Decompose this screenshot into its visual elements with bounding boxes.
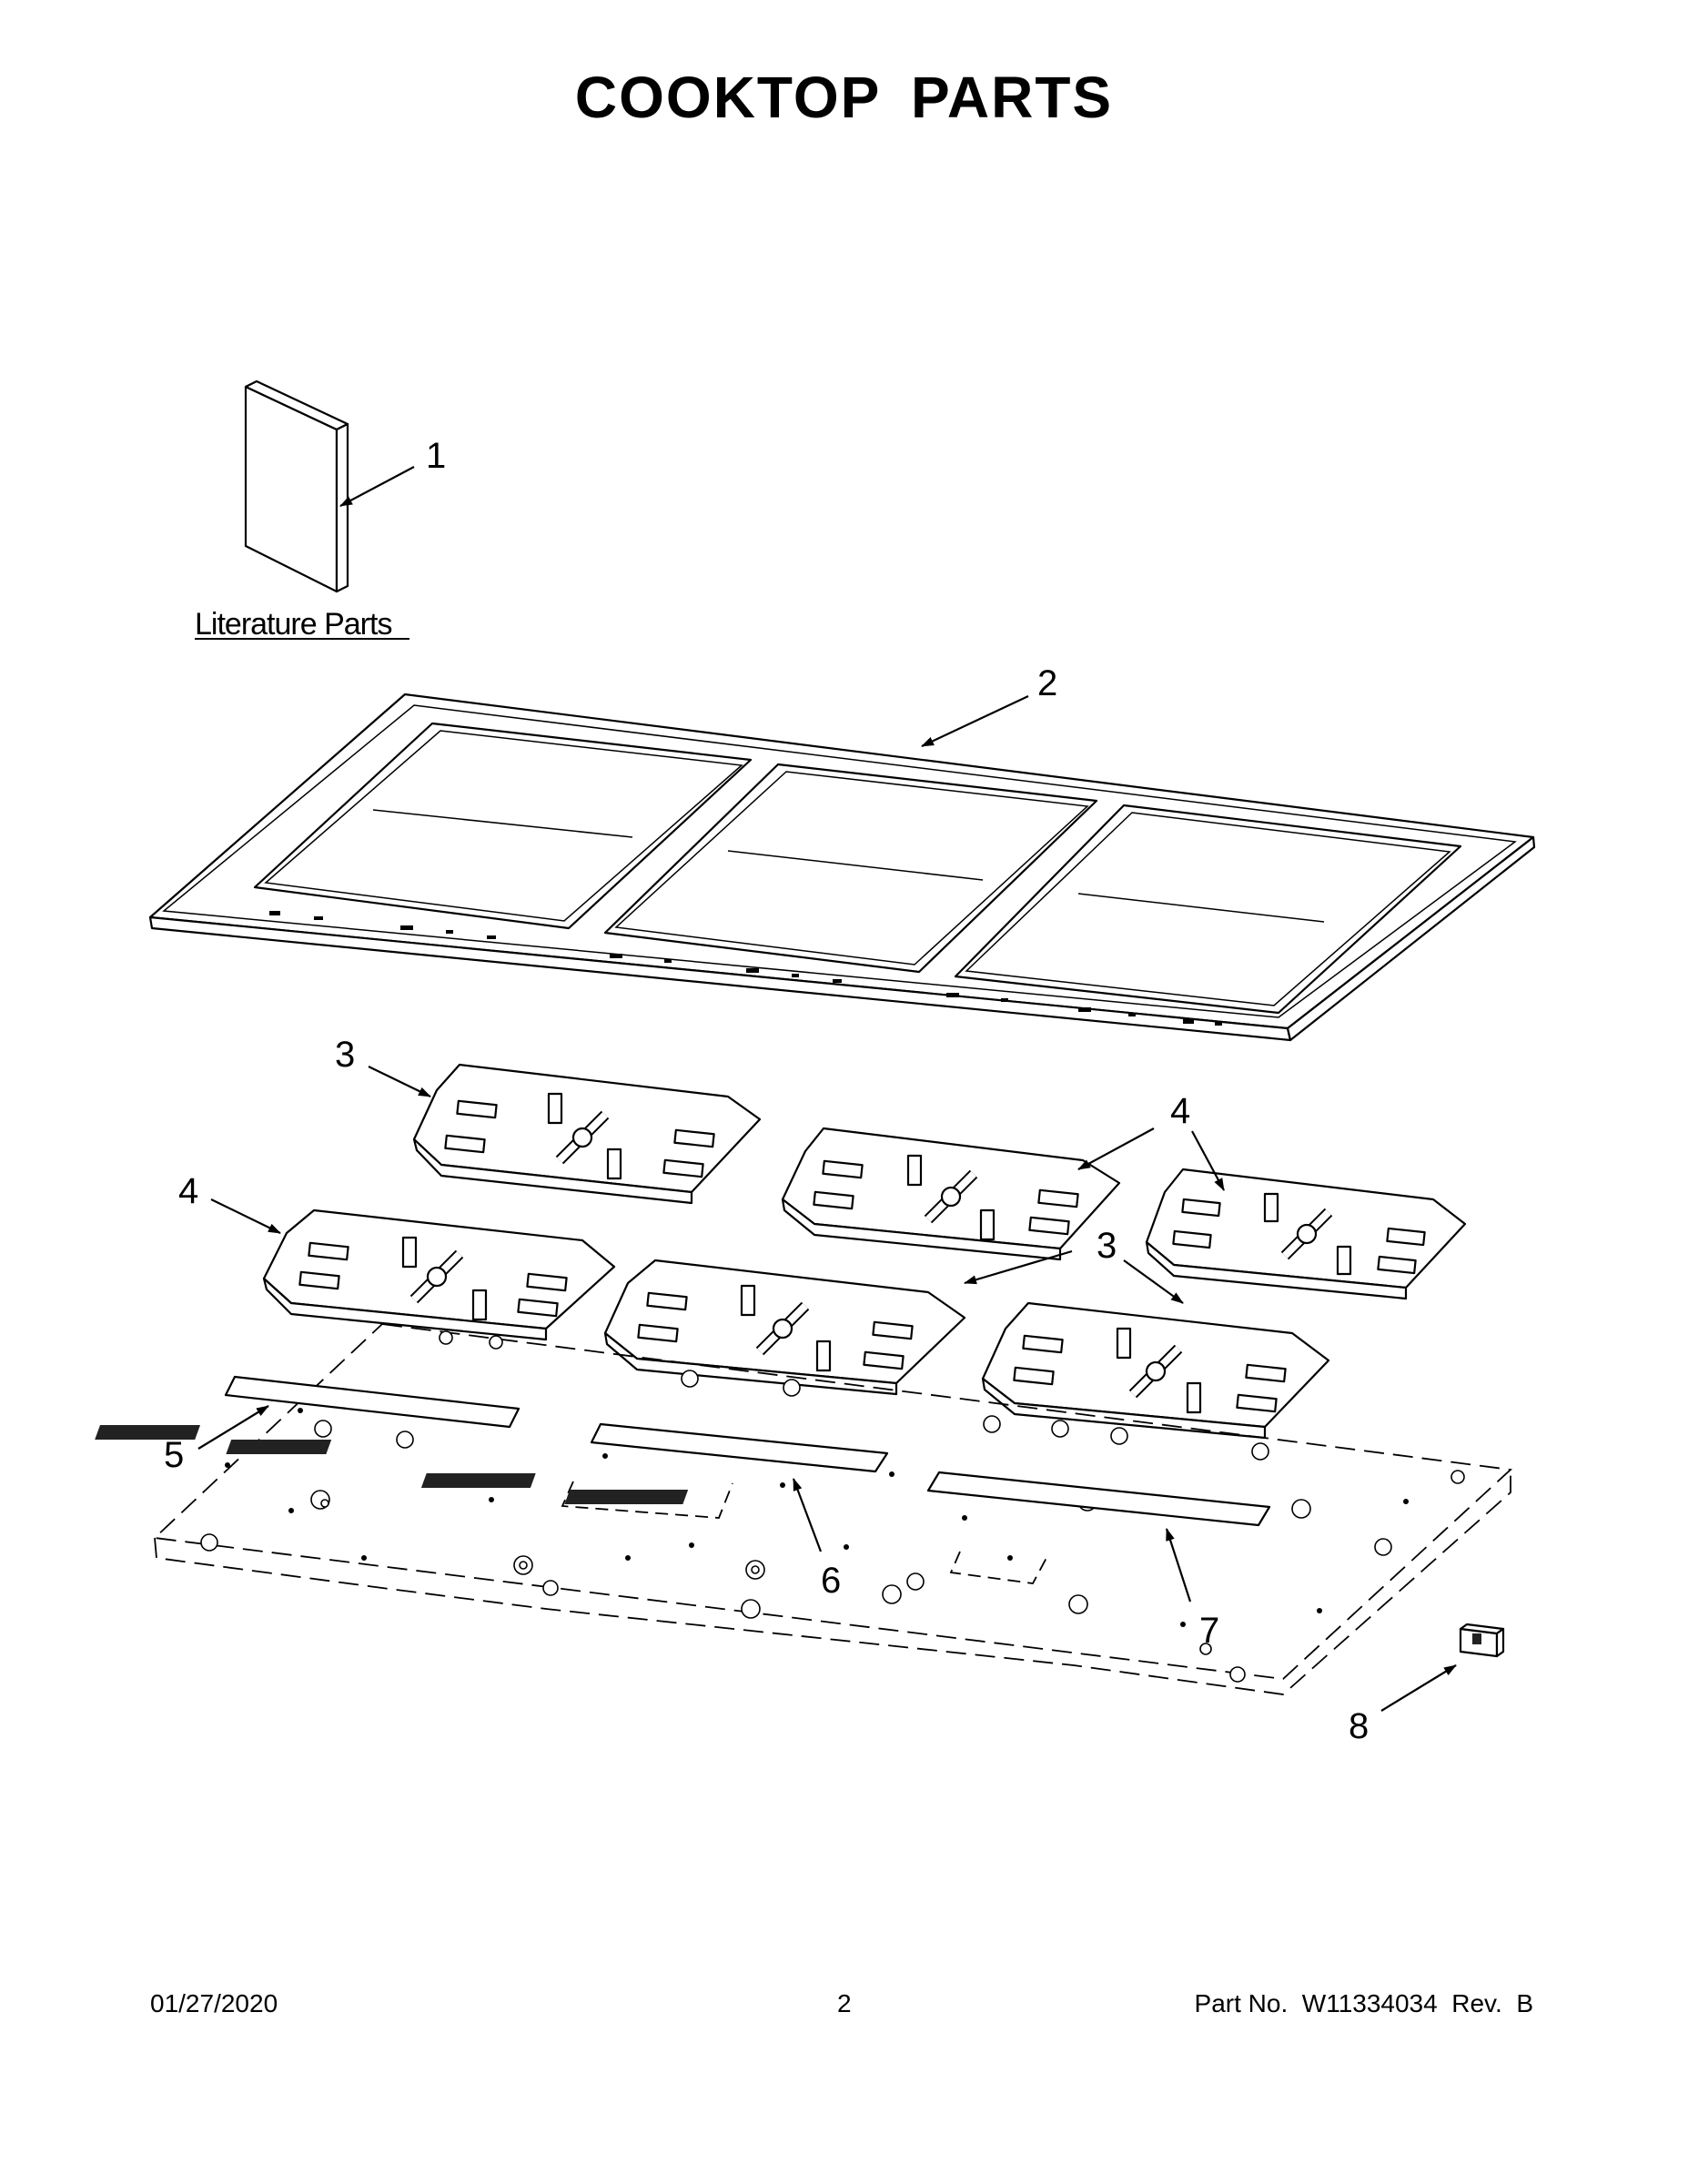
glass-cooktop [148,693,1536,1042]
callout-6: 6 [821,1561,841,1601]
callout-8: 8 [1349,1706,1369,1746]
heating-element-f [981,1301,1330,1440]
footer-page-number: 2 [837,1989,852,2017]
footer-part-number: Part No. W11334034 Rev. B [1194,1989,1533,2017]
terminal-block [1459,1623,1505,1658]
control-board-6 [95,1422,889,1473]
arrow-2 [921,695,1029,747]
callout-5: 5 [164,1435,184,1475]
heating-element-e [603,1259,966,1396]
heating-element-a [412,1063,762,1205]
control-board-5 [224,1375,521,1429]
footer-date: 01/27/2020 [150,1989,278,2017]
callout-3-e: 3 [1097,1226,1117,1266]
callout-4-d: 4 [178,1171,198,1211]
page-title: COOKTOP PARTS [574,65,1114,130]
callout-1: 1 [426,436,446,476]
callout-7: 7 [1199,1611,1219,1651]
callout-2: 2 [1037,663,1057,703]
control-board-7 [420,1471,1271,1527]
literature-parts-label: Literature Parts [195,607,391,642]
arrow-1 [339,466,415,507]
literature-booklet [244,379,349,593]
heating-element-b [781,1127,1121,1261]
callout-3-a: 3 [335,1035,355,1075]
callout-4-b: 4 [1170,1091,1190,1131]
heating-element-d [262,1208,616,1341]
heating-element-c [1145,1168,1467,1300]
